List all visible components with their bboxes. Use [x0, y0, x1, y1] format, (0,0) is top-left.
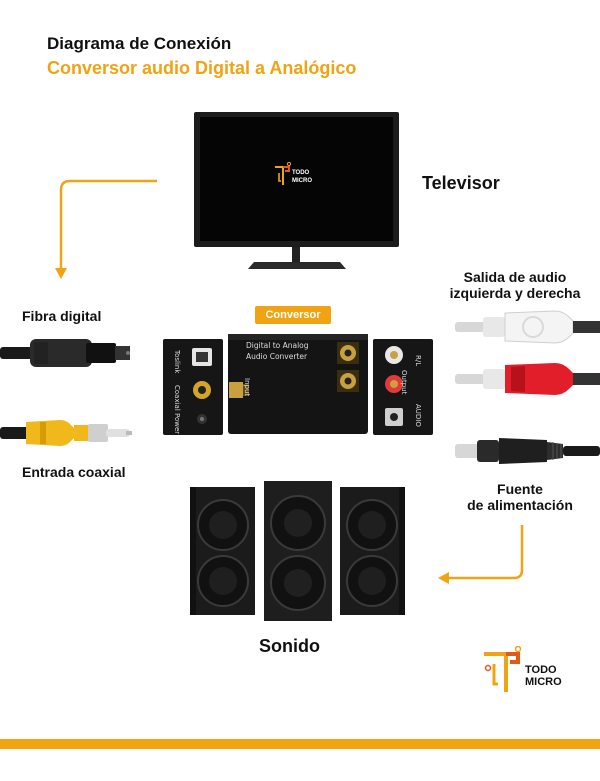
coax-label: Entrada coaxial: [22, 464, 126, 480]
converter-left-panel: [163, 339, 223, 435]
diagram-subtitle: Conversor audio Digital a Analógico: [47, 58, 357, 78]
converter-input-label: Input: [243, 378, 251, 397]
right-panel-label-output: Output: [400, 370, 408, 395]
svg-text:MICRO: MICRO: [292, 178, 312, 184]
tv-screen-logo-icon: [275, 161, 292, 185]
red-rca-cable: [455, 363, 600, 395]
logo-text-line1: TODO: [525, 664, 557, 676]
right-panel-label-rl: R/L: [414, 355, 422, 367]
center-speaker-icon: [264, 481, 332, 621]
power-supply-label-line2: de alimentación: [467, 497, 573, 513]
converter-device: [228, 334, 368, 434]
bottom-accent-bar: [0, 739, 600, 749]
logo-text-line2: MICRO: [525, 676, 562, 688]
converter-title-line1: Digital to Analog: [246, 341, 309, 350]
dc-power-cable: [455, 438, 600, 464]
converter-badge: Conversor: [255, 306, 331, 324]
white-rca-cable: [455, 310, 600, 344]
todomicro-logo-icon: [484, 646, 522, 692]
tv-arrow-head: [55, 268, 67, 279]
svg-text:TODO: TODO: [292, 170, 310, 176]
right-speaker-icon: [340, 487, 405, 615]
optical-cable: [0, 339, 130, 367]
left-panel-label-power: Power: [173, 413, 181, 435]
diagram-title: Diagrama de Conexión: [47, 34, 232, 53]
audio-output-label: Salida de audio izquierda y derecha: [440, 269, 590, 301]
converter-title-line2: Audio Converter: [246, 352, 308, 361]
audio-output-label-line2: izquierda y derecha: [449, 285, 581, 301]
speakers: [190, 481, 405, 621]
audio-output-label-line1: Salida de audio: [463, 269, 567, 285]
power-supply-label-line1: Fuente: [497, 481, 543, 497]
power-arrow-head: [438, 572, 449, 584]
tv-to-converter-arrow: [59, 179, 157, 270]
sound-label: Sonido: [259, 636, 320, 656]
left-panel-label-coaxial: Coaxial: [173, 385, 181, 411]
converter-right-panel: [373, 339, 433, 435]
right-panel-label-audio: AUDIO: [414, 404, 422, 427]
tv-label: Televisor: [422, 173, 500, 193]
power-supply-label: Fuente de alimentación: [445, 481, 595, 513]
television: TODO MICRO: [194, 112, 399, 269]
coaxial-cable: [0, 420, 132, 446]
fiber-label: Fibra digital: [22, 308, 102, 324]
left-speaker-icon: [190, 487, 255, 615]
left-panel-label-toslink: Toslink: [173, 350, 181, 374]
power-to-sound-arrow: [448, 525, 524, 580]
